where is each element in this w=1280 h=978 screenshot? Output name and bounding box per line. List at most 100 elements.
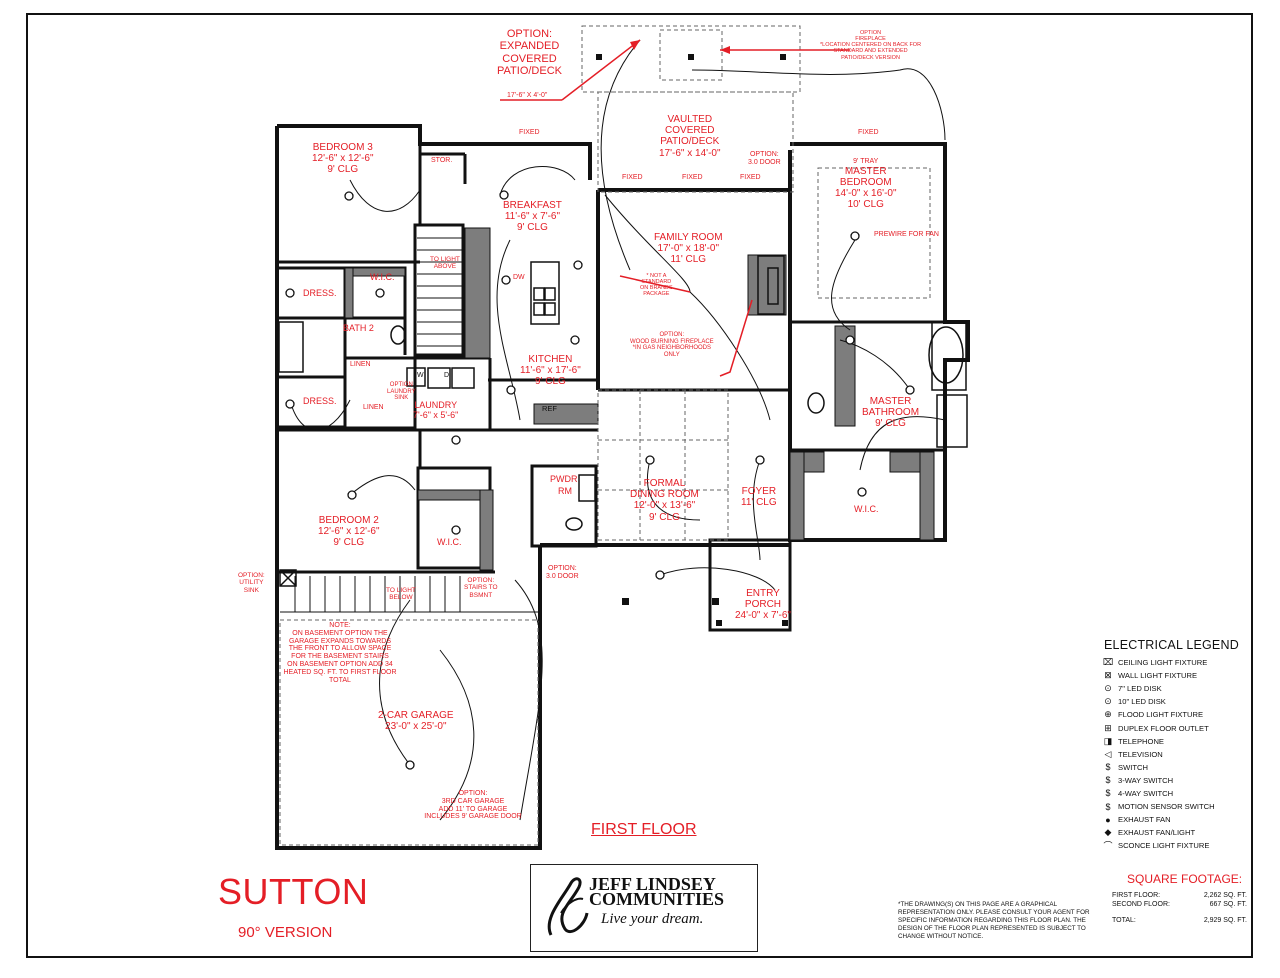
note-prewire-fan: PREWIRE FOR FAN [874,231,939,238]
legend-item-ceiling-light: ⌧ CEILING LIGHT FIXTURE [1098,656,1248,669]
label-ref: REF [542,404,557,413]
legend-label: FLOOD LIGHT FIXTURE [1118,710,1204,720]
sconce-icon: ⌒ [1103,841,1113,852]
label-bath2: BATH 2 [343,323,374,333]
switch-icon: $ [1105,762,1111,773]
floor-label: FIRST FLOOR [591,821,697,838]
label-wic-3: W.I.C. [854,504,879,514]
exhaust-fan-icon: ● [1105,814,1111,825]
legend-item-switch: $ SWITCH [1098,761,1248,774]
sqft-second-value: 667 SQ. FT. [1209,901,1247,908]
logo-wordmark: JEFF LINDSEY COMMUNITIES [589,874,725,909]
legend-label: CEILING LIGHT FIXTURE [1118,658,1208,668]
electrical-legend: ELECTRICAL LEGEND ⌧ CEILING LIGHT FIXTURE… [1098,638,1248,853]
plan-title: SUTTON [218,871,369,912]
note-fixed-4: FIXED [682,174,703,181]
label-dress-2: DRESS. [303,396,337,406]
legend-label: 3-WAY SWITCH [1118,775,1174,785]
legend-label: SCONCE LIGHT FIXTURE [1118,841,1210,851]
legend-label: TELEPHONE [1118,736,1164,746]
note-wood-fireplace: OPTION:WOOD BURNING FIREPLACE*IN GAS NEI… [630,332,714,359]
exterior-walls [275,124,970,850]
sqft-first-value: 2,262 SQ. FT. [1203,892,1247,899]
logo-monogram-icon [547,877,589,936]
led-7-icon: ⊙ [1104,683,1112,694]
square-footage: SQUARE FOOTAGE: FIRST FLOOR:2,262 SQ. FT… [1112,872,1247,942]
label-wic-2: W.I.C. [437,537,462,547]
legend-item-exhaust-fan-light: ◆ EXHAUST FAN/LIGHT [1098,826,1248,839]
legend-item-motion-switch: $ MOTION SENSOR SWITCH [1098,800,1248,813]
fixtures [278,255,968,587]
legend-label: SWITCH [1118,762,1148,772]
company-logo: JEFF LINDSEY COMMUNITIES Live your dream… [530,864,758,952]
legend-item-switch-4way: $4-WAY SWITCH [1098,787,1248,800]
light-fixtures [285,190,915,770]
flood-light-icon: ⊕ [1104,709,1112,720]
sqft-total-value: 2,929 SQ. FT. [1203,917,1247,924]
legend-item-telephone: ◨ TELEPHONE [1098,735,1248,748]
led-10-icon: ⊙ [1104,696,1112,707]
legend-label: TELEVISION [1118,749,1163,759]
legend-label: EXHAUST FAN [1118,815,1171,825]
note-fixed-2: FIXED [858,129,879,136]
telephone-icon: ◨ [1103,735,1113,746]
note-fixed-3: FIXED [622,174,643,181]
stair-treads [280,237,540,613]
legend-item-television: ◁ TELEVISION [1098,748,1248,761]
annotation-arrows [630,40,730,54]
sqft-second-label: SECOND FLOOR: [1112,901,1170,908]
ceiling-light-icon: ⌧ [1102,657,1114,668]
note-fixed-1: FIXED [519,129,540,136]
note-expanded-patio-dim: 17'-6" X 4'-0" [507,92,548,99]
label-linen-1: LINEN [350,361,371,368]
legend-label: 7" LED DISK [1118,684,1162,694]
label-pwdr: PWDR [550,474,578,484]
legend-item-wall-light: ⊠WALL LIGHT FIXTURE [1098,669,1248,682]
legend-item-exhaust-fan: ● EXHAUST FAN [1098,813,1248,826]
disclaimer-text: *THE DRAWING(S) ON THIS PAGE ARE A GRAPH… [898,901,1090,940]
sqft-total-label: TOTAL: [1112,917,1136,924]
label-dryer: D [444,372,450,379]
legend-item-flood-light: ⊕ FLOOD LIGHT FIXTURE [1098,708,1248,721]
plan-version: 90° VERSION [238,924,333,941]
note-door-option-2: OPTION:3.0 DOOR [546,565,579,580]
exhaust-fan-light-icon: ◆ [1104,827,1112,838]
annotation-leaders [500,39,850,377]
legend-item-floor-outlet: ⊞DUPLEX FLOOR OUTLET [1098,721,1248,734]
legend-label: 4-WAY SWITCH [1118,788,1174,798]
sqft-first-label: FIRST FLOOR: [1112,892,1161,899]
label-dw: DW [513,274,525,281]
label-dress-1: DRESS. [303,288,337,298]
motion-switch-icon: $ [1105,801,1111,812]
legend-title: ELECTRICAL LEGEND [1104,638,1239,652]
page-border [26,13,1253,958]
note-door-option: OPTION:3.0 DOOR [748,151,781,166]
legend-item-led-7: ⊙ 7" LED DISK [1098,682,1248,695]
switch-3way-icon: $ [1105,775,1111,786]
note-fixed-5: FIXED [740,174,761,181]
legend-label: MOTION SENSOR SWITCH [1118,802,1215,812]
legend-label: EXHAUST FAN/LIGHT [1118,828,1196,838]
porch-posts [596,54,788,626]
legend-label: DUPLEX FLOOR OUTLET [1118,723,1209,733]
television-icon: ◁ [1104,748,1112,759]
